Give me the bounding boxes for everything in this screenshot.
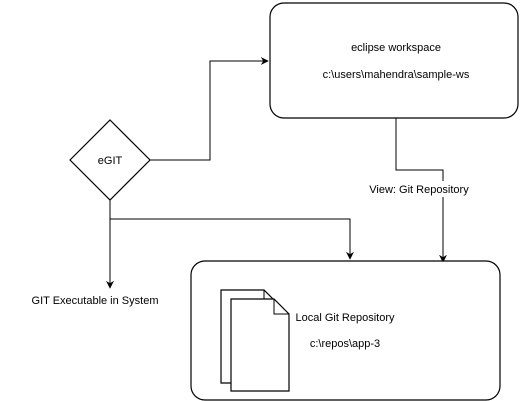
egit-label: eGIT	[98, 155, 123, 167]
egit-node[interactable]: eGIT	[69, 119, 151, 201]
git-executable-label: GIT Executable in System	[32, 295, 159, 307]
documents-icon	[220, 289, 290, 392]
connector-egit-to-local-repo	[110, 218, 354, 260]
eclipse-workspace-node[interactable]: eclipse workspace c:\users\mahendra\samp…	[269, 2, 519, 119]
local-repo-path: c:\repos\app-3	[310, 338, 380, 350]
local-repo-node[interactable]: Local Git Repository c:\repos\app-3	[190, 260, 501, 401]
edge-label-text: View: Git Repository	[369, 184, 469, 196]
connector-egit-to-workspace	[150, 57, 269, 161]
workspace-path: c:\users\mahendra\sample-ws	[323, 69, 470, 81]
connector-workspace-to-local-repo	[395, 118, 447, 263]
edge-label-view-git-repository: View: Git Repository	[366, 181, 472, 197]
workspace-title: eclipse workspace	[351, 42, 441, 54]
local-repo-title: Local Git Repository	[295, 312, 395, 324]
